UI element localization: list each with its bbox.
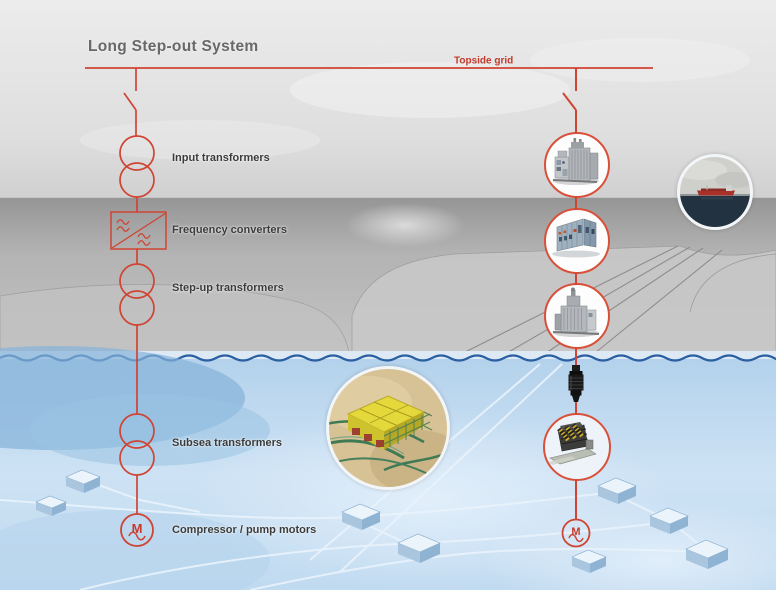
- left-branch: [110, 68, 167, 547]
- breaker-switch-icon: [123, 92, 137, 111]
- page-title: Long Step-out System: [88, 38, 259, 55]
- step-up-transformer-icon: [119, 263, 155, 326]
- input-transformer-icon: [119, 135, 155, 198]
- subsea-transformer-icon: [119, 413, 155, 476]
- step-up-transformer-photo: [544, 283, 610, 349]
- terrain-left-bank: [0, 284, 351, 359]
- vessel-photo: [677, 154, 753, 230]
- sand-shadow: [0, 510, 270, 590]
- right-branch: [561, 68, 591, 548]
- deep-shadow: [30, 394, 270, 466]
- striped-bushings: [557, 423, 584, 442]
- subsea-transformer-photo: [543, 413, 611, 481]
- subsea-station-photo: [326, 366, 450, 490]
- green-frame: [383, 411, 433, 447]
- ship: [697, 185, 735, 196]
- sun-reflection: [345, 203, 465, 247]
- cloud: [80, 120, 320, 160]
- motor-icon: [561, 518, 591, 548]
- label-input-transformers: Input transformers: [172, 152, 270, 164]
- station-structure: [346, 395, 433, 450]
- subsea-templates: [35, 469, 729, 573]
- label-compressor-pump-motors: Compressor / pump motors: [172, 524, 317, 536]
- cloud: [530, 38, 750, 82]
- motor-letter-left: M: [132, 521, 143, 536]
- label-subsea-transformers: Subsea transformers: [172, 437, 283, 449]
- motor-icon: [120, 513, 154, 547]
- station-feet: [352, 428, 384, 447]
- sand-highlight: [480, 500, 776, 590]
- subsea-connector-icon: [568, 365, 584, 402]
- label-frequency-converters: Frequency converters: [172, 224, 287, 236]
- horizon-line: [0, 196, 776, 198]
- cloud: [290, 62, 570, 118]
- ship-reflection: [701, 197, 733, 200]
- label-step-up-transformers: Step-up transformers: [172, 282, 284, 294]
- terrain-curve: [689, 253, 776, 313]
- breaker-switch-icon: [562, 92, 577, 111]
- frequency-converter-icon: [110, 211, 167, 250]
- topside-grid-label: Topside grid: [454, 55, 514, 67]
- frequency-converter-photo: [544, 208, 610, 274]
- motor-letter-right: M: [571, 526, 580, 538]
